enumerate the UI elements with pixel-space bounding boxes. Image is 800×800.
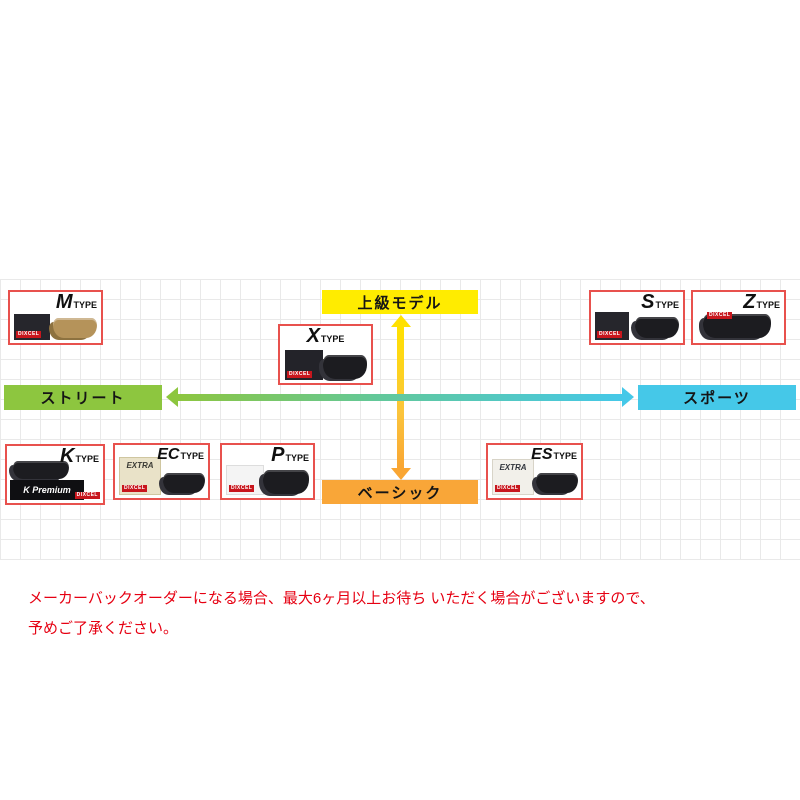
product-package: EXTRA DIXCEL <box>492 459 534 495</box>
brake-pad-image <box>13 461 69 479</box>
product-package: K Premium <box>10 480 84 500</box>
brake-pad-image <box>53 318 97 338</box>
dixcel-logo: DIXCEL <box>122 485 148 492</box>
dixcel-logo: DIXCEL <box>495 485 521 492</box>
axis-label-street: ストリート <box>4 385 162 410</box>
type-suffix: TYPE <box>180 451 204 461</box>
brake-pad-image <box>323 355 367 379</box>
type-letter: X <box>306 325 320 347</box>
arrow-up-icon <box>391 315 411 327</box>
brake-pad-image <box>536 473 578 493</box>
type-letter: ES <box>531 446 553 463</box>
dixcel-logo: DIXCEL <box>597 331 623 338</box>
backorder-notice: メーカーバックオーダーになる場合、最大6ヶ月以上お待ち いただく場合がございます… <box>28 584 655 644</box>
type-letter: K <box>60 445 75 467</box>
backorder-notice-line1: メーカーバックオーダーになる場合、最大6ヶ月以上お待ち いただく場合がございます… <box>28 590 655 607</box>
type-suffix: TYPE <box>756 300 780 310</box>
axis-label-premium-model: 上級モデル <box>322 290 478 314</box>
product-package: DIXCEL <box>14 314 50 340</box>
brake-pad-image <box>635 317 679 338</box>
type-letter: Z <box>743 291 756 313</box>
dixcel-logo: DIXCEL <box>287 371 313 378</box>
type-suffix: TYPE <box>655 300 679 310</box>
type-suffix: TYPE <box>285 453 309 463</box>
dixcel-logo: DIXCEL <box>74 492 100 499</box>
product-package: DIXCEL <box>285 350 323 380</box>
dixcel-logo: DIXCEL <box>707 312 733 319</box>
arrow-down-icon <box>391 468 411 480</box>
dixcel-logo: DIXCEL <box>16 331 42 338</box>
dixcel-logo: DIXCEL <box>229 485 255 492</box>
type-suffix: TYPE <box>320 334 345 344</box>
type-letter: P <box>271 444 285 466</box>
product-package: DIXCEL <box>595 312 629 340</box>
type-suffix: TYPE <box>75 454 99 464</box>
arrow-right-icon <box>622 387 634 407</box>
product-package: DIXCEL <box>226 465 264 495</box>
backorder-notice-line2: 予めご了承ください。 <box>28 620 179 637</box>
type-suffix: TYPE <box>553 451 577 461</box>
k-premium-badge: K Premium <box>23 485 71 495</box>
brake-pad-image <box>163 473 205 493</box>
horizontal-axis-arrow <box>178 394 622 401</box>
arrow-left-icon <box>166 387 178 407</box>
axis-label-basic: ベーシック <box>322 480 478 504</box>
extra-badge: EXTRA <box>126 461 154 470</box>
type-suffix: TYPE <box>73 300 97 310</box>
axis-label-sport: スポーツ <box>638 385 796 410</box>
brake-pad-image <box>263 470 309 494</box>
type-letter: S <box>641 291 655 313</box>
type-letter: M <box>55 291 73 313</box>
extra-badge: EXTRA <box>499 463 527 472</box>
product-package: EXTRA DIXCEL <box>119 457 161 495</box>
type-letter: EC <box>157 446 180 463</box>
